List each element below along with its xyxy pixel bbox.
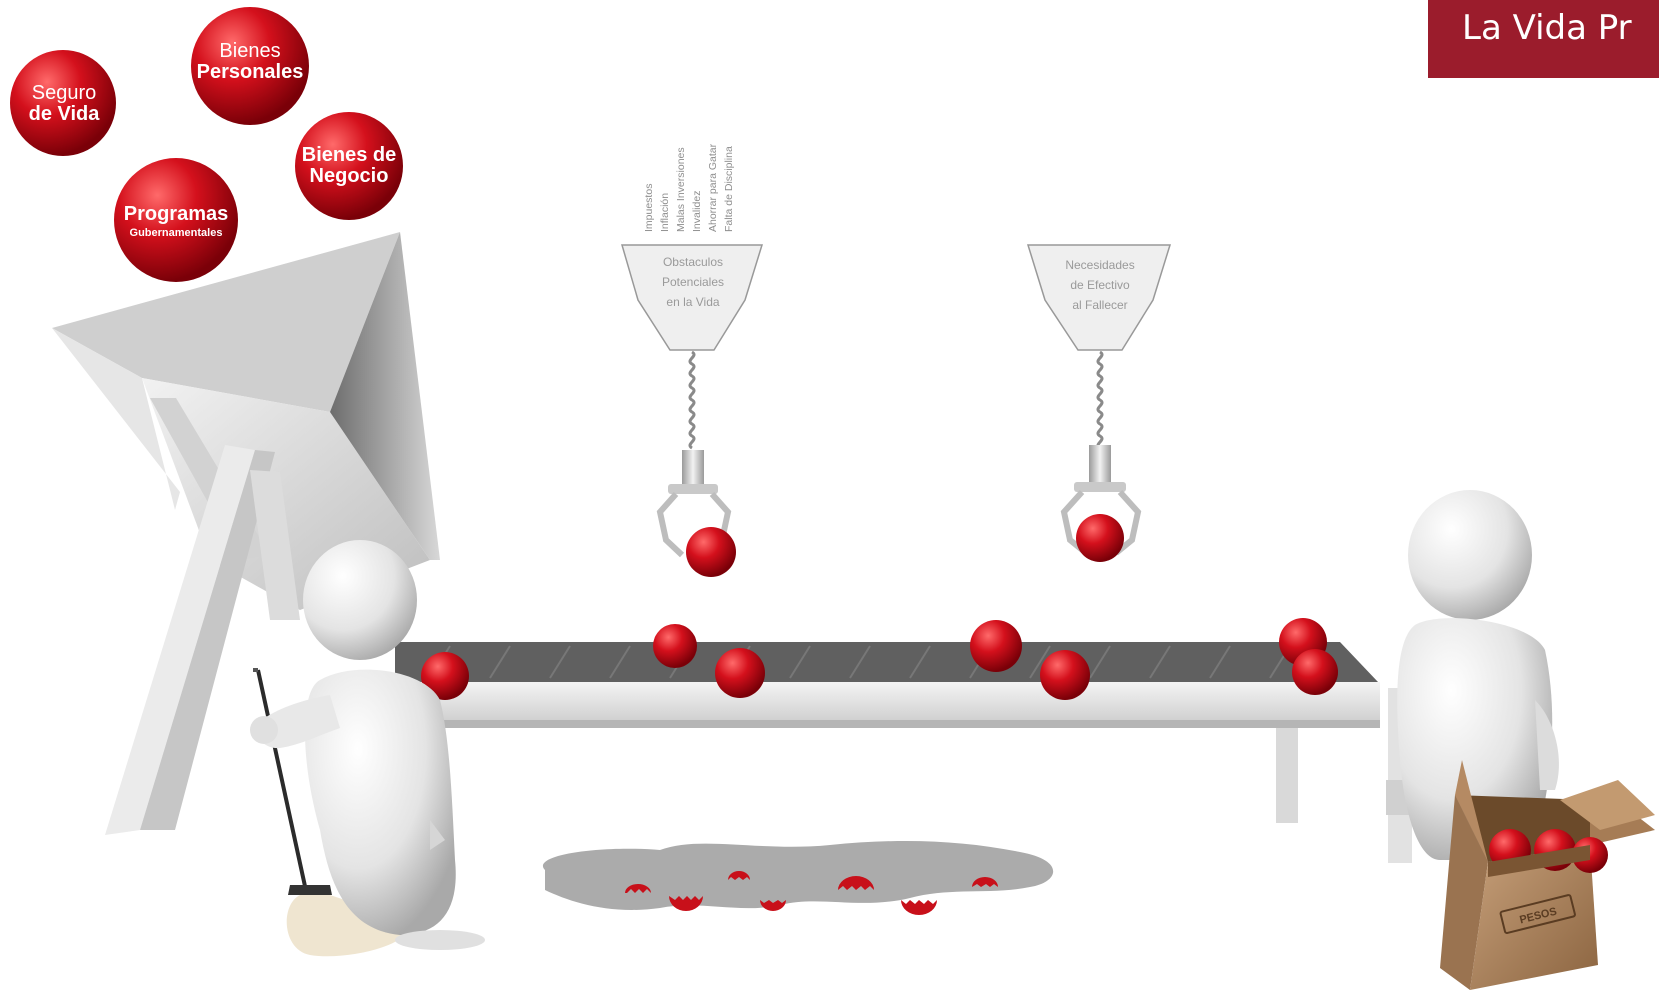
ball-label-line1: Programas <box>124 204 229 225</box>
obstacle-item: Impuestos <box>643 184 655 232</box>
ball-label-line1: Bienes de <box>302 145 396 166</box>
ball-label-line2: Personales <box>197 62 304 83</box>
obstacle-item: Ahorrar para Gatar <box>707 144 719 232</box>
ball-label-programas-gubernamentales: Programas Gubernamentales <box>124 204 229 240</box>
funnel-label-line: al Fallecer <box>1065 295 1134 315</box>
obstacle-item: Falta de Disciplina <box>723 146 735 232</box>
funnel-label-line: Potenciales <box>662 272 724 292</box>
funnel-label-line: en la Vida <box>662 292 724 312</box>
ball-label-seguro-de-vida: Seguro de Vida <box>29 83 100 125</box>
funnel-label-line: Necesidades <box>1065 255 1134 275</box>
ball-label-line2: Gubernamentales <box>124 228 229 240</box>
funnel-label-line: Obstaculos <box>662 252 724 272</box>
ball-label-line1: Seguro <box>29 83 100 104</box>
ball-label-line1: Bienes <box>197 41 304 62</box>
ball-label-line2: Negocio <box>302 166 396 187</box>
ball-label-bienes-de-negocio: Bienes de Negocio <box>302 145 396 187</box>
obstacle-item: Invalidez <box>691 191 703 232</box>
needs-funnel-label: Necesidades de Efectivo al Fallecer <box>1065 255 1134 315</box>
ball-label-bienes-personales: Bienes Personales <box>197 41 304 83</box>
obstacle-item: Inflación <box>659 193 671 232</box>
title-banner: La Vida Pr <box>1428 0 1659 78</box>
page-title: La Vida Pr <box>1462 8 1632 48</box>
funnel-label-line: de Efectivo <box>1065 275 1134 295</box>
obstacles-funnel-label: Obstaculos Potenciales en la Vida <box>662 252 724 312</box>
obstacle-item: Malas Inversiones <box>675 147 687 232</box>
conveyor-belt <box>395 642 1414 863</box>
ball-label-line2: de Vida <box>29 104 100 125</box>
spill-puddle <box>543 841 1053 915</box>
